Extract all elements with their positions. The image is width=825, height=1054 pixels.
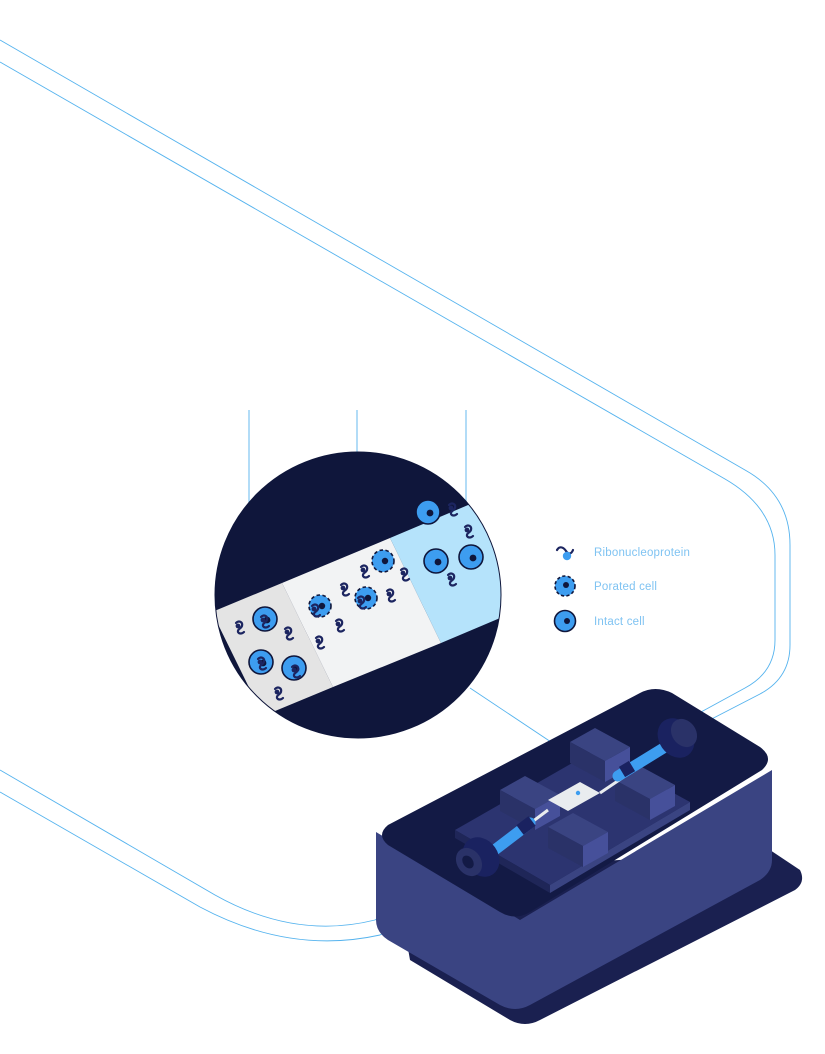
device-body — [376, 770, 772, 1009]
porated-cell — [371, 549, 395, 573]
legend-label-intact-cell: Intact cell — [594, 616, 645, 628]
channel-segment-inlet — [215, 583, 333, 716]
intact-cell — [458, 544, 484, 570]
legend-label-ribonucleoprotein: Ribonucleoprotein — [594, 547, 690, 559]
legend-item-porated-cell: Porated cell — [554, 575, 657, 597]
legend-item-ribonucleoprotein: Ribonucleoprotein — [555, 546, 690, 561]
intact-cell-icon — [553, 609, 577, 633]
legend-item-intact-cell: Intact cell — [553, 609, 645, 633]
zoom-circle — [214, 451, 502, 739]
inlet-tubing — [455, 808, 549, 877]
microfluidic-chip — [548, 782, 600, 811]
outlet-tubing — [599, 718, 698, 795]
channel-segment-electrode — [282, 538, 441, 687]
intact-cell — [415, 499, 441, 525]
legend: Ribonucleoprotein Porated cell Intact ce… — [553, 546, 690, 633]
porated-cell-icon — [554, 575, 576, 597]
pipeline-lines — [0, 39, 791, 942]
intact-cell — [423, 548, 449, 574]
electrode-blocks — [500, 728, 675, 867]
electroporation-device — [376, 689, 803, 1024]
ribonucleoprotein-icon — [555, 546, 575, 561]
legend-label-porated-cell: Porated cell — [594, 581, 657, 593]
